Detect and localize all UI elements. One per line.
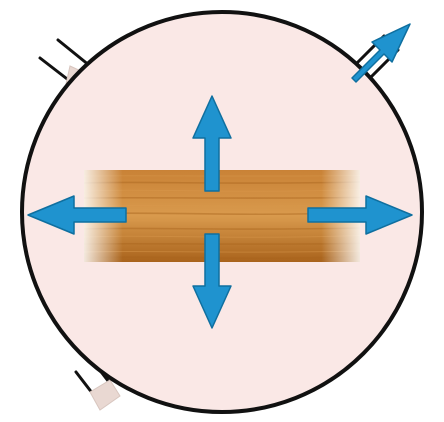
drain-port-plug xyxy=(90,380,120,410)
arrow-outlet-icon xyxy=(352,24,410,82)
